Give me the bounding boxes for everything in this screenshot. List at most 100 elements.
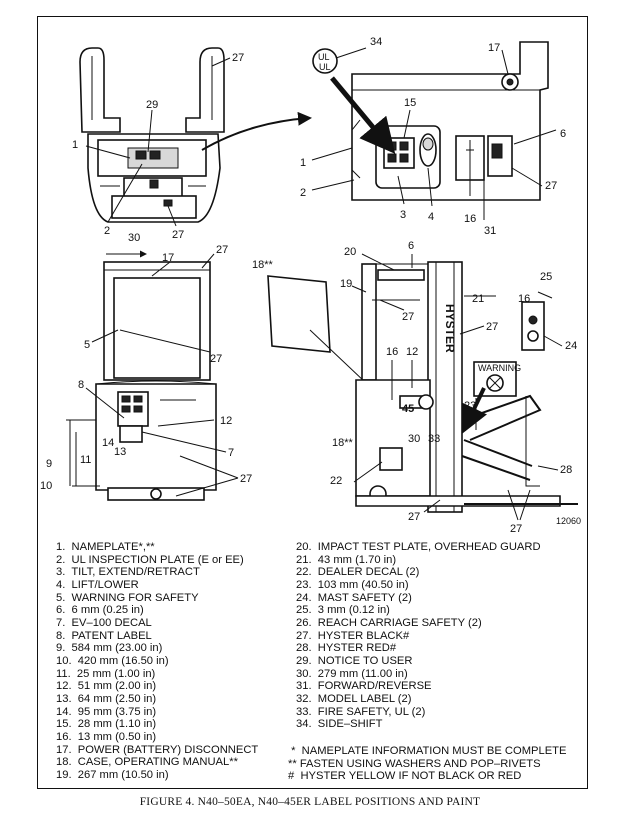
leader-27j [423,499,441,513]
callout-27h: 27 [402,311,414,323]
leader-1a [85,145,131,159]
leader-5 [91,329,119,343]
legend-left-item: 6. 6 mm (0.25 in) [56,604,144,617]
callout-16a: 16 [464,213,476,225]
legend-left-item: 5. WARNING FOR SAFETY [56,591,199,604]
leader-27d [201,253,215,269]
callout-27i: 27 [486,321,498,333]
callout-6a: 6 [560,128,566,140]
control-panel-view [351,41,549,201]
leader-22 [353,461,383,483]
view-arrow [201,111,312,151]
callout-3: 3 [400,209,406,221]
leader-2a [107,163,143,223]
leader-27e [119,329,211,353]
leader-27f [179,455,239,479]
leader-27g [175,477,239,497]
callout-27d: 27 [216,244,228,256]
legend-left-item: 7. EV–100 DECAL [56,616,152,629]
side-view-truck [267,261,578,513]
legend-right-item: 29. NOTICE TO USER [296,654,413,667]
leader-34 [335,47,367,59]
callout-12b: 12 [406,346,418,358]
legend-right-item: 21. 43 mm (1.70 in) [296,553,397,566]
legend-left: 1. NAMEPLATE*,**2. UL INSPECTION PLATE (… [56,541,258,781]
leader-27k-a [507,489,519,521]
leader-27i [459,325,485,335]
callout-7: 7 [228,447,234,459]
side-shift-decal [312,48,338,74]
leader-3 [397,175,405,205]
leader-2b [311,179,355,191]
callout-27f: 27 [240,473,252,485]
warning-decal-text: WARNING [478,363,521,373]
legend-right-item: 24. MAST SAFETY (2) [296,591,412,604]
notes-item: * NAMEPLATE INFORMATION MUST BE COMPLETE [288,745,567,757]
legend-left-item: 16. 13 mm (0.50 in) [56,730,157,743]
callout-9: 9 [46,458,52,470]
callout-17: 17 [488,42,500,54]
leader-28 [537,465,559,471]
callout-27a: 27 [232,52,244,64]
callout-13: 13 [114,446,126,458]
leader-27a [211,57,231,67]
leader-29 [147,109,153,153]
callout-4: 4 [428,211,434,223]
leader-27h [379,299,405,311]
callout-24: 24 [565,340,577,352]
callout-19: 19 [340,278,352,290]
callout-22: 22 [330,475,342,487]
legend-right-item: 32. MODEL LABEL (2) [296,692,412,705]
figure-caption: FIGURE 4. N40–50EA, N40–45ER LABEL POSIT… [139,796,481,808]
leader-7 [141,431,227,453]
legend-right-item: 22. DEALER DECAL (2) [296,566,420,579]
leader-4 [427,167,433,207]
legend-right-item: 25. 3 mm (0.12 in) [296,604,390,617]
callout-27c: 27 [545,180,557,192]
callout-27e: 27 [210,353,222,365]
callout-10: 10 [40,480,52,492]
legend-left-item: 18. CASE, OPERATING MANUAL** [56,756,238,769]
callout-27j: 27 [408,511,420,523]
leader-19 [351,285,367,293]
legend-left-item: 15. 28 mm (1.10 in) [56,718,157,731]
legend-notes: * NAMEPLATE INFORMATION MUST BE COMPLETE… [288,745,566,783]
callout-11: 11 [80,454,91,466]
top-view-truck [79,47,225,223]
callout-30b: 30 [408,433,420,445]
legend-right-item: 30. 279 mm (11.00 in) [296,667,408,680]
callout-1b: 1 [300,157,306,169]
callout-31: 31 [484,225,496,237]
leader-27b [167,205,177,227]
callout-8: 8 [78,379,84,391]
legend-left-item: 19. 267 mm (10.50 in) [56,768,169,781]
leader-1b [311,147,353,161]
legend-right-item: 23. 103 mm (40.50 in) [296,578,409,591]
leader-8 [85,387,125,419]
legend-right-item: 31. FORWARD/REVERSE [296,680,432,693]
front-view-truck [66,261,217,501]
leader-17 [501,49,509,75]
callout-1a: 1 [72,139,78,151]
callout-18a: 18** [252,259,274,271]
legend-left-item: 11. 25 mm (1.00 in) [56,667,156,680]
legend-right-item: 20. IMPACT TEST PLATE, OVERHEAD GUARD [296,541,541,553]
callout-5: 5 [84,339,90,351]
legend-left-item: 3. TILT, EXTEND/RETRACT [56,566,200,579]
notes-item: # HYSTER YELLOW IF NOT BLACK OR RED [288,770,522,783]
callout-2a: 2 [104,225,110,237]
legend-right-item: 34. SIDE–SHIFT [296,718,383,731]
dim-25 [537,291,553,299]
legend-left-item: 4. LIFT/LOWER [56,578,139,591]
callout-28: 28 [560,464,572,476]
leader-6a [513,129,557,145]
legend-right-item: 33. FIRE SAFETY, UL (2) [296,705,426,718]
callout-29: 29 [146,99,158,111]
decal-arrow [330,76,396,154]
leader-27c [511,167,543,187]
operating-manual-case [267,275,331,353]
legend-left-item: 12. 51 mm (2.00 in) [56,680,157,693]
legend-right-item: 28. HYSTER RED# [296,642,397,655]
figure-number: 12060 [556,516,581,526]
